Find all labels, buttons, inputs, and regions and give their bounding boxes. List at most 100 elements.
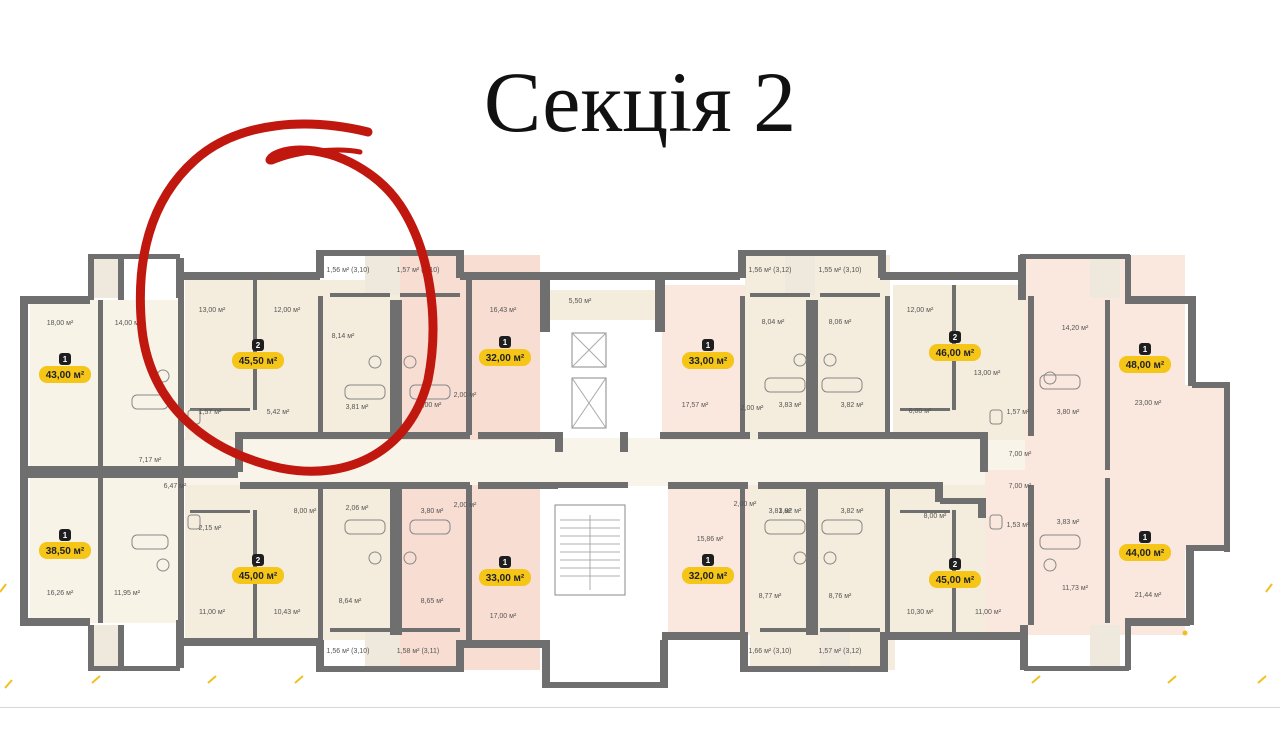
bathroom-fixtures bbox=[131, 353, 1081, 572]
badge-pill bbox=[39, 366, 91, 383]
room-count-box bbox=[1139, 531, 1151, 543]
room-area-label: 3,82 м² bbox=[841, 508, 864, 515]
room-count-box bbox=[949, 331, 961, 343]
room-count: 1 bbox=[63, 355, 68, 364]
room-area-label: 3,81 м² bbox=[346, 404, 369, 411]
apartment-badge-top-left-2[interactable]: 2 45,50 м² bbox=[232, 339, 284, 369]
room-area-label: 2,00 м² bbox=[454, 502, 477, 509]
room-area-label: 11,73 м² bbox=[1062, 585, 1089, 592]
apartment-top-left-2-fill bbox=[185, 280, 410, 440]
room-area-label: 8,06 м² bbox=[829, 319, 852, 326]
room-area-label: 3,83 м² bbox=[779, 402, 802, 409]
room-area-label: 13,00 м² bbox=[974, 370, 1001, 377]
room-count-box bbox=[59, 529, 71, 541]
room-area-label: 13,00 м² bbox=[199, 307, 226, 314]
room-area-label: 8,76 м² bbox=[829, 593, 852, 600]
room-area-label: 3,82 м² bbox=[841, 402, 864, 409]
room-area-label: 8,00 м² bbox=[294, 508, 317, 515]
badge-pill bbox=[1119, 544, 1171, 561]
apartment-badges: 143,00 м² 2 45,50 м² 1 32,00 м² 133,00 м² 246,… bbox=[39, 331, 1171, 588]
apartment-badge-top-right-1[interactable]: 1 48,00 м² bbox=[1119, 343, 1171, 373]
apartment-badge-bottom-left-2[interactable]: 245,00 м² bbox=[232, 554, 284, 584]
section-title: Секція 2 bbox=[483, 54, 797, 150]
room-area-label: 3,80 м² bbox=[421, 508, 444, 515]
room-area-label: 2,00 м² bbox=[734, 501, 757, 508]
stair-steps bbox=[560, 515, 620, 590]
apartment-area: 38,50 м² bbox=[46, 546, 85, 557]
room-count: 1 bbox=[63, 531, 68, 540]
room-area-label: 16,26 м² bbox=[47, 590, 74, 597]
apartment-area: 32,00 м² bbox=[689, 571, 728, 582]
room-area-label: 6,47 м² bbox=[164, 483, 187, 490]
room-area-label: 1,57 м² bbox=[199, 409, 222, 416]
room-area-label: 2,15 м² bbox=[199, 525, 222, 532]
room-count-box bbox=[252, 554, 264, 566]
loggia-fill bbox=[1090, 258, 1120, 298]
apartment-badge-bottom-right-2[interactable]: 245,00 м² bbox=[929, 558, 981, 588]
room-area-label: 1,53 м² bbox=[1007, 522, 1030, 529]
apartment-area: 44,00 м² bbox=[1126, 548, 1165, 559]
room-area-label: 8,64 м² bbox=[339, 598, 362, 605]
room-area-label: 1,66 м² (3,10) bbox=[749, 648, 792, 655]
room-count: 1 bbox=[706, 556, 711, 565]
room-area-label: 17,00 м² bbox=[490, 613, 517, 620]
annotation-circle bbox=[135, 119, 438, 476]
apartment-badge-top-mid-right-1[interactable]: 133,00 м² bbox=[682, 339, 734, 369]
room-area-label: 2,00 м² bbox=[741, 405, 764, 412]
room-area-label: 12,00 м² bbox=[274, 307, 301, 314]
room-area-label: 12,00 м² bbox=[907, 307, 934, 314]
apartment-area: 45,50 м² bbox=[239, 356, 278, 367]
room-count-box bbox=[702, 554, 714, 566]
room-area-label: 1,57 м² (3,10) bbox=[397, 267, 440, 274]
apartment-badge-bottom-mid-right-1[interactable]: 1 32,00 м² bbox=[682, 554, 734, 584]
room-area-label: 17,57 м² bbox=[682, 402, 709, 409]
loggia-fill bbox=[365, 630, 400, 670]
room-count: 1 bbox=[1143, 345, 1148, 354]
room-count: 1 bbox=[503, 558, 508, 567]
apartment-badge-top-right-2[interactable]: 246,00 м² bbox=[929, 331, 981, 361]
room-area-label: 5,50 м² bbox=[569, 298, 592, 305]
room-area-label: 8,00 м² bbox=[924, 513, 947, 520]
badge-pill bbox=[232, 352, 284, 369]
room-area-label: 15,86 м² bbox=[697, 536, 724, 543]
room-area-label: 1,58 м² (3,11) bbox=[397, 648, 439, 655]
room-area-label: 11,00 м² bbox=[975, 609, 1002, 616]
room-count: 2 bbox=[256, 341, 261, 350]
badge-pill bbox=[682, 567, 734, 584]
loggia-fill bbox=[820, 630, 850, 670]
room-area-label: 3,80 м² bbox=[1057, 409, 1080, 416]
apartment-badge-bottom-right-1[interactable]: 144,00 м² bbox=[1119, 531, 1171, 561]
badge-pill bbox=[232, 567, 284, 584]
apartment-badge-top-left-1[interactable]: 143,00 м² bbox=[39, 353, 91, 383]
room-area-label: 18,00 м² bbox=[47, 320, 74, 327]
badge-pill bbox=[929, 344, 981, 361]
apartment-area: 48,00 м² bbox=[1126, 360, 1165, 371]
dimension-ticks bbox=[0, 583, 1273, 689]
apartment-badge-bottom-mid-1[interactable]: 133,00 м² bbox=[479, 556, 531, 586]
room-area-label: 5,42 м² bbox=[267, 409, 290, 416]
badge-pill bbox=[929, 571, 981, 588]
walls bbox=[20, 250, 1230, 688]
apartment-top-left-1-fill bbox=[30, 300, 100, 470]
apartment-top-right-2-fill bbox=[893, 285, 1028, 440]
room-count-box bbox=[252, 339, 264, 351]
room-count-box bbox=[59, 353, 71, 365]
badge-pill bbox=[39, 542, 91, 559]
room-area-label: 2,06 м² bbox=[346, 505, 369, 512]
apartment-area: 45,00 м² bbox=[239, 571, 278, 582]
apartment-badge-top-mid-1[interactable]: 132,00 м² bbox=[479, 336, 531, 366]
loggia-fill bbox=[90, 258, 120, 298]
badge-pill bbox=[1119, 356, 1171, 373]
badge-pill bbox=[682, 352, 734, 369]
room-area-label: 23,00 м² bbox=[1135, 400, 1162, 407]
room-area-label: 8,65 м² bbox=[421, 598, 444, 605]
room-count: 1 bbox=[706, 341, 711, 350]
room-area-label: 6,00 м² bbox=[909, 408, 932, 415]
loggia-fill bbox=[785, 255, 815, 295]
room-count: 1 bbox=[503, 338, 508, 347]
bottom-divider bbox=[0, 707, 1280, 708]
apartment-badge-bottom-left-1[interactable]: 1 38,50 м² bbox=[39, 529, 91, 559]
badge-pill bbox=[479, 569, 531, 586]
